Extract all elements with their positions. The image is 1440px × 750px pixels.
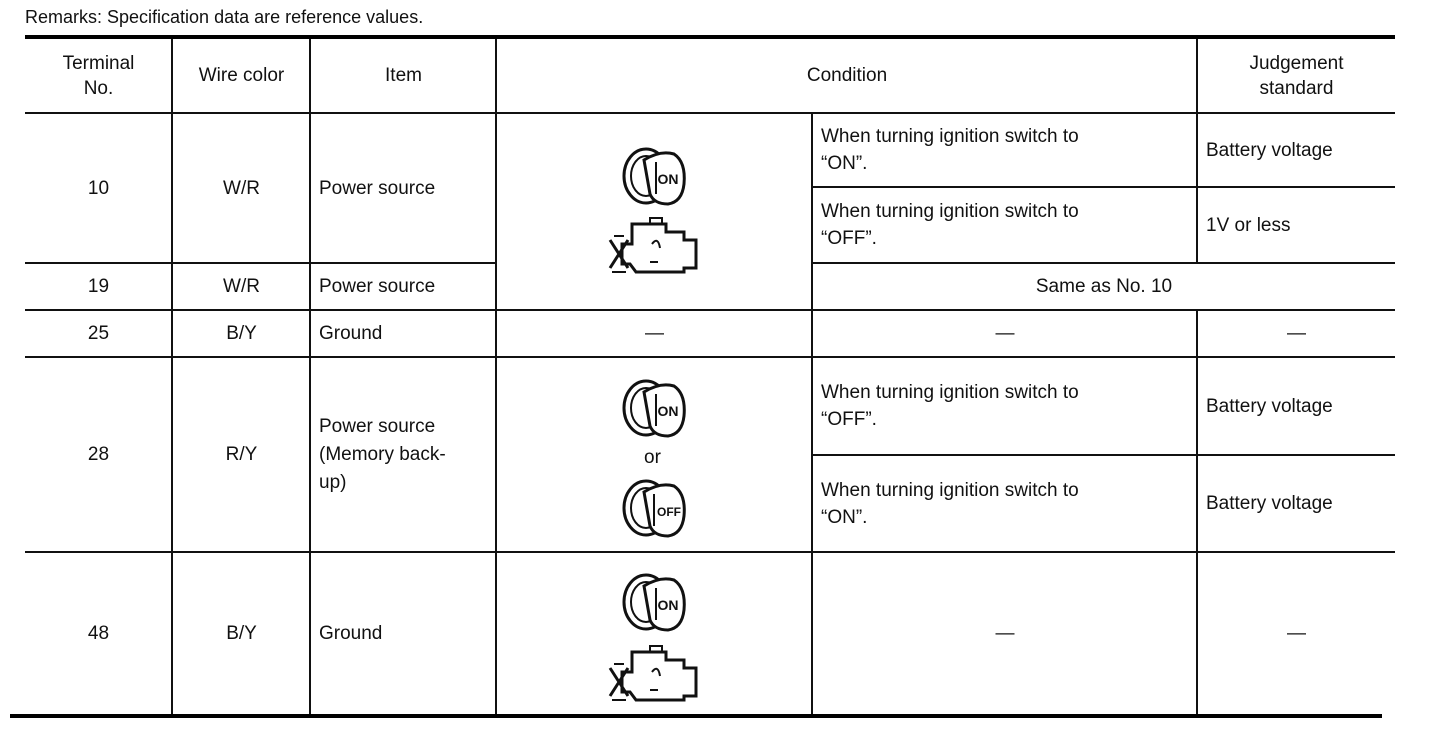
engine-stopped-icon: [608, 645, 698, 702]
row10-judge-on: Battery voltage: [1206, 139, 1333, 161]
row28-item: Power source(Memory back-up): [319, 415, 446, 493]
row19-same-as: Same as No. 10: [1035, 276, 1173, 297]
row25-item: Ground: [319, 323, 383, 344]
ignition-key-on-icon: ON: [622, 573, 686, 632]
header-item: Item: [385, 65, 422, 86]
row25-terminal: 25: [87, 323, 110, 344]
ignition-key-on-icon: ON: [622, 379, 686, 438]
col-divider-judge-b: [1196, 309, 1198, 714]
row28-bottom: [25, 551, 1395, 553]
row28-terminal: 28: [87, 444, 110, 465]
row28-or-label: or: [644, 447, 661, 468]
row28-subdivider: [812, 454, 1395, 456]
row48-item: Ground: [319, 623, 383, 644]
col-divider-wire: [309, 39, 311, 714]
col-divider-icon-upper: [811, 112, 813, 310]
col-divider-item: [495, 39, 497, 714]
row10-condition-on: When turning ignition switch to“ON”.: [821, 126, 1079, 174]
engine-stopped-icon: [608, 217, 698, 274]
ignition-key-on-icon: ON: [622, 147, 686, 206]
col-divider-icon-lower: [811, 309, 813, 714]
row10-judge-off: 1V or less: [1206, 214, 1291, 236]
row25-judge-dash: —: [1287, 323, 1306, 344]
row25-bottom: [25, 356, 1395, 358]
ignition-key-off-icon: OFF: [622, 479, 686, 538]
row28-wire: R/Y: [225, 444, 258, 465]
row28-condition-on: When turning ignition switch to“ON”.: [821, 479, 1079, 528]
row19-wire: W/R: [223, 276, 260, 297]
col-divider-judge-a: [1196, 39, 1198, 264]
row19-terminal: 19: [87, 276, 110, 297]
header-divider: [25, 112, 1395, 114]
svg-text:ON: ON: [658, 403, 679, 419]
row10-bottom-right: [812, 262, 1395, 264]
row19-item: Power source: [319, 276, 436, 297]
svg-text:ON: ON: [658, 171, 679, 187]
row10-wire: W/R: [223, 177, 260, 199]
row25-icon-dash: —: [645, 323, 664, 344]
row48-judge-dash: —: [1287, 623, 1306, 644]
row10-condition-off: When turning ignition switch to“OFF”.: [821, 201, 1079, 249]
col-divider-terminal: [171, 39, 173, 714]
svg-text:OFF: OFF: [657, 505, 681, 519]
row48-condition-dash: —: [995, 623, 1015, 644]
table-bottom-rule: [10, 714, 1382, 718]
svg-text:ON: ON: [658, 597, 679, 613]
row48-terminal: 48: [87, 623, 110, 644]
row28-judge-on: Battery voltage: [1206, 493, 1333, 514]
header-condition: Condition: [806, 65, 888, 86]
row19-bottom: [25, 309, 1395, 311]
row48-wire: B/Y: [226, 623, 257, 644]
row25-condition-dash: —: [995, 323, 1015, 344]
row10-bottom-left: [25, 262, 496, 264]
row28-condition-off: When turning ignition switch to“OFF”.: [821, 382, 1079, 430]
row25-wire: B/Y: [226, 323, 257, 344]
header-wire-color: Wire color: [198, 65, 285, 86]
table-top-rule: [25, 35, 1395, 39]
row28-judge-off: Battery voltage: [1206, 395, 1333, 417]
remarks-note: Remarks: Specification data are referenc…: [25, 7, 424, 27]
row10-item: Power source: [319, 177, 436, 199]
row10-subdivider: [812, 186, 1395, 188]
row10-terminal: 10: [87, 177, 110, 199]
